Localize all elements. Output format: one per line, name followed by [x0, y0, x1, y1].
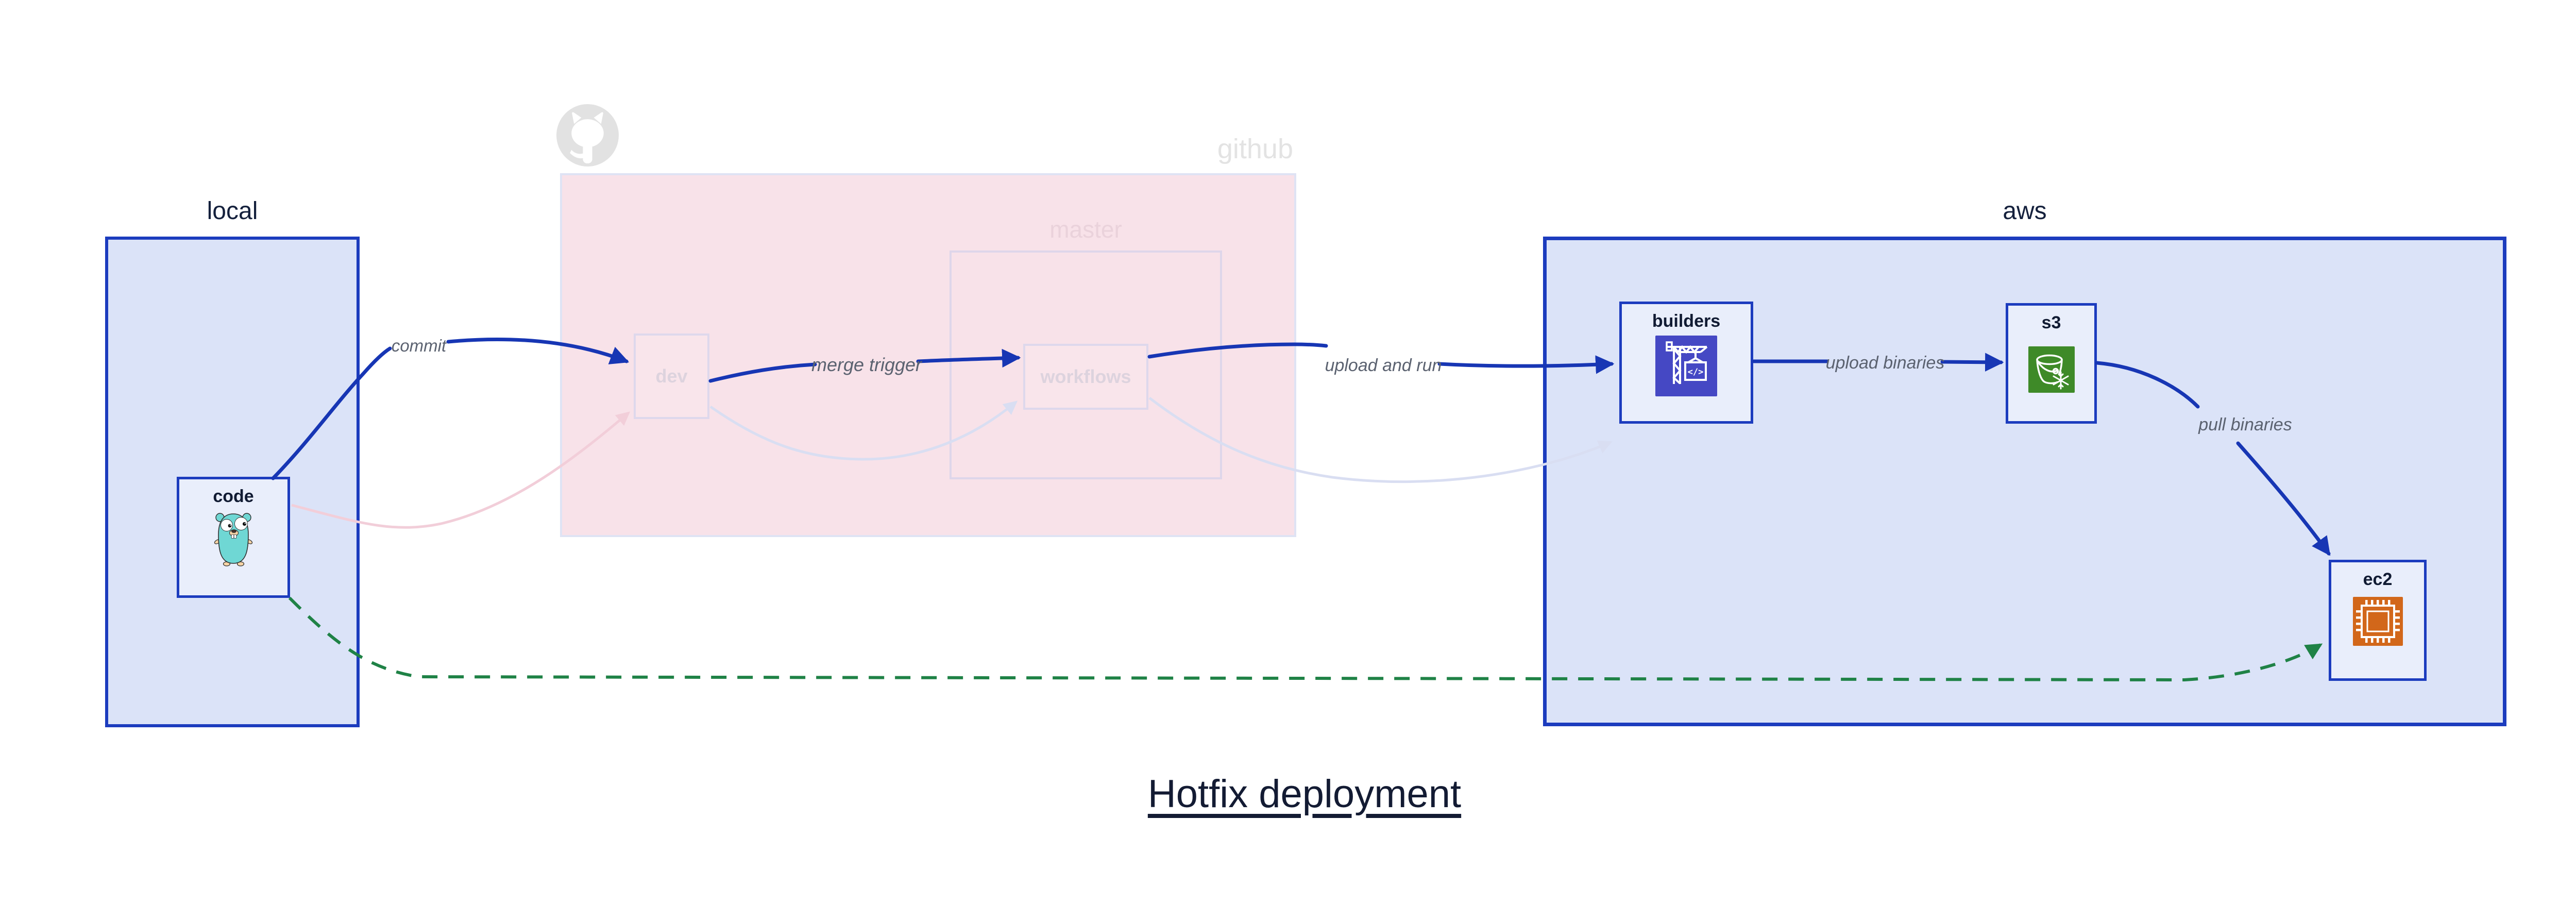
upload-and-run-edge-label: upload and run [1325, 356, 1442, 375]
code-node: code [177, 477, 290, 598]
workflows-label: workflows [1040, 366, 1131, 387]
bucket-snowflake-icon [2028, 346, 2075, 393]
dev-branch-node: dev [634, 333, 709, 419]
s3-node-label: s3 [2041, 313, 2061, 332]
builders-node-label: builders [1652, 311, 1721, 331]
gopher-icon [214, 513, 253, 566]
code-node-label: code [213, 487, 254, 506]
pull-binaries-edge-label: pull binaries [2198, 415, 2292, 435]
aws-group-label: aws [2003, 197, 2047, 225]
builders-node: builders </> [1619, 302, 1753, 424]
ec2-node-label: ec2 [2363, 570, 2393, 589]
local-group-label: local [207, 197, 258, 225]
s3-node: s3 [2006, 303, 2097, 424]
dev-branch-label: dev [655, 365, 688, 387]
master-branch-label: master [1049, 216, 1122, 243]
merge-trigger-edge-label: merge trigger [811, 354, 922, 375]
workflows-node: workflows [1023, 344, 1148, 410]
commit-edge-label: commit [391, 336, 447, 355]
master-branch-box [950, 250, 1222, 479]
ec2-node: ec2 [2329, 560, 2427, 681]
github-group-label: github [1217, 133, 1293, 164]
builders-icon-code-text: </> [1688, 367, 1704, 377]
octocat-icon [556, 104, 619, 166]
cpu-chip-icon [2352, 597, 2403, 646]
upload-binaries-edge-label: upload binaries [1825, 353, 1945, 373]
crane-codebuild-icon: </> [1655, 336, 1717, 396]
diagram-title: Hotfix deployment [1147, 772, 1462, 816]
